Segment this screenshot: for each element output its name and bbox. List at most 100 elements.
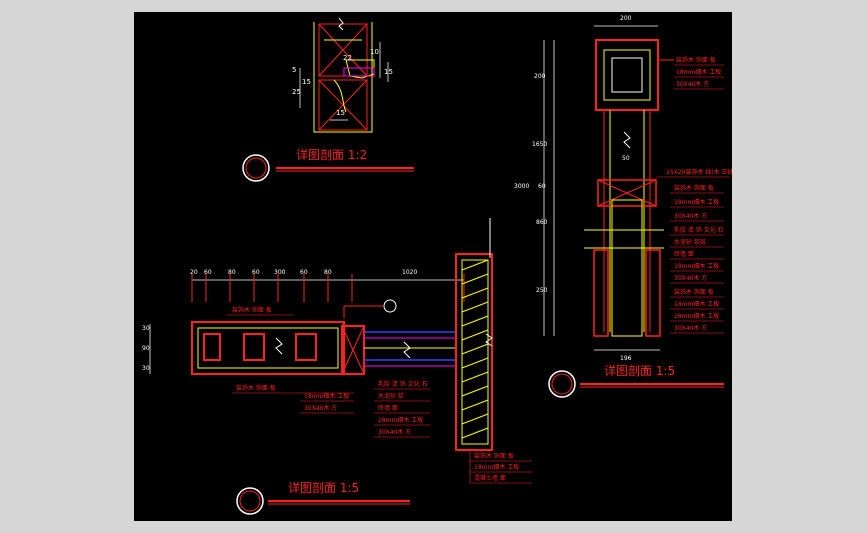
note-text: 18mm细木 工板 <box>674 312 719 320</box>
horizontal-member <box>191 321 345 375</box>
dim-label: 200 <box>620 15 632 22</box>
dim-label: 80 <box>228 269 236 276</box>
top-detail-hatch <box>343 67 375 77</box>
section-marker-icon <box>383 299 397 313</box>
detail-marker-inner <box>245 157 267 179</box>
break-mark-icon <box>338 17 344 31</box>
dim-label: 15 <box>336 109 345 117</box>
dim-label: 30 <box>142 365 150 372</box>
top-detail-outline <box>313 22 373 133</box>
right-notes: 装饰木 饰面 板 18mm细木 工板 30X40木 方 15X20装饰木 线(木… <box>656 56 732 334</box>
wood-block <box>203 333 221 361</box>
right-mid-band <box>597 179 657 207</box>
dim-label: 5 <box>292 66 296 74</box>
note-text: 18mm细木 工板 <box>474 463 519 471</box>
detail-marker-inner <box>551 373 573 395</box>
top-detail-curve <box>333 79 347 113</box>
detail-marker-circle <box>242 154 270 182</box>
wall-panel <box>455 253 493 451</box>
bottom-detail: 20 60 80 60 300 60 80 1020 30 90 30 <box>142 218 532 515</box>
dim-label: 80 <box>324 269 332 276</box>
note-text: 装饰木 饰面 板 <box>674 288 714 296</box>
top-detail-cross-d <box>318 79 368 131</box>
note-text: 18mm细木 工板 <box>676 68 721 76</box>
bottom-notes: 装饰木 饰面 板 装饰木 饰面 板 18mm细木 工板 30X40木 方 乳胶 … <box>226 306 532 484</box>
note-text: 装饰木 饰面 板 <box>474 452 514 460</box>
dim-label: 22 <box>343 54 352 62</box>
dim-label: 60 <box>204 269 212 276</box>
right-detail: 200 200 1650 3000 60 860 250 50 196 <box>514 15 732 398</box>
dim-label: 200 <box>534 73 546 80</box>
note-text: 18mm细木 工板 <box>304 392 349 400</box>
note-text: 装饰木 饰面 板 <box>236 384 276 392</box>
note-text: 水泥砂 浆层 <box>674 238 706 246</box>
break-mark-icon <box>403 341 411 359</box>
dim-label: 250 <box>536 287 548 294</box>
horizontal-member-inner <box>197 327 339 369</box>
right-top-inner <box>603 49 651 101</box>
lower-panel-left <box>593 249 609 337</box>
note-text: 15X20装饰木 线(木 压线) <box>666 168 732 176</box>
note-text: 30X40木 方 <box>304 404 337 412</box>
dim-label: 196 <box>620 355 632 362</box>
dim-label: 1020 <box>402 269 417 276</box>
break-mark-icon <box>275 337 283 355</box>
dim-label: 3000 <box>514 183 529 190</box>
cad-drawing: 10 22 15 5 25 15 15 详图剖面 1:2 200 <box>142 15 732 515</box>
dim-label: 300 <box>274 269 286 276</box>
dim-label: 50 <box>622 155 630 162</box>
lower-panel-right <box>645 249 661 337</box>
detail-title-right: 详图剖面 1:5 <box>604 363 675 378</box>
note-text: 砖墙 面 <box>674 250 694 258</box>
note-text: 18mm细木 工板 <box>378 416 423 424</box>
right-top-core <box>611 57 643 93</box>
dim-label: 10 <box>370 48 379 56</box>
note-text: 30X40木 方 <box>676 80 709 88</box>
dim-label: 60 <box>252 269 260 276</box>
note-text: 水泥砂 浆 <box>378 392 404 400</box>
note-text: 30X40木 方 <box>674 324 707 332</box>
dim-label: 25 <box>292 88 301 96</box>
note-text: 30X40木 方 <box>674 274 707 282</box>
top-detail-lower-frame <box>318 79 368 131</box>
dim-label: 60 <box>300 269 308 276</box>
note-text: 乳胶 漆 饰 文化 石 <box>378 380 428 388</box>
detail-title-top: 详图剖面 1:2 <box>296 147 367 162</box>
note-text: 乳胶 漆 饰 文化 石 <box>674 226 724 234</box>
wall-hatch <box>461 259 489 439</box>
wall-panel-inner <box>461 259 489 445</box>
cross-line <box>597 179 657 207</box>
note-text: 装饰木 饰面 板 <box>676 56 716 64</box>
note-text: 30X40木 方 <box>378 428 411 436</box>
detail-marker-circle <box>236 487 264 515</box>
dim-label: 60 <box>538 183 546 190</box>
note-text: 砖墙 面 <box>378 404 398 412</box>
detail-marker-circle <box>548 370 576 398</box>
note-text: 18mm细木 工板 <box>674 262 719 270</box>
note-text: 装饰木 饰面 板 <box>232 306 272 314</box>
detail-marker-inner <box>239 490 261 512</box>
dim-label: 860 <box>536 219 548 226</box>
top-detail: 10 22 15 5 25 15 15 详图剖面 1:2 <box>242 17 414 182</box>
dim-label: 1650 <box>532 141 547 148</box>
note-text: 18mm细木 工板 <box>674 198 719 206</box>
dim-label: 90 <box>142 345 150 352</box>
top-detail-cross-b <box>318 23 368 77</box>
top-detail-upper-frame <box>318 23 368 77</box>
cad-drawing-canvas: 10 22 15 5 25 15 15 详图剖面 1:2 200 <box>134 12 732 521</box>
break-mark-icon <box>485 333 493 347</box>
note-text: 18mm细木 工板 <box>674 300 719 308</box>
dim-label: 15 <box>384 68 393 76</box>
dim-label: 15 <box>302 78 311 86</box>
wood-block <box>295 333 317 361</box>
dim-label: 20 <box>190 269 198 276</box>
break-mark-icon <box>623 131 631 149</box>
wood-block <box>243 333 265 361</box>
note-text: 混凝土墙 面 <box>474 474 506 482</box>
connector-block <box>341 325 365 375</box>
note-text: 装饰木 饰面 板 <box>674 184 714 192</box>
right-top-box <box>595 39 659 111</box>
lower-core <box>611 199 643 337</box>
detail-title-bottom: 详图剖面 1:5 <box>288 480 359 495</box>
note-text: 30X40木 方 <box>674 212 707 220</box>
